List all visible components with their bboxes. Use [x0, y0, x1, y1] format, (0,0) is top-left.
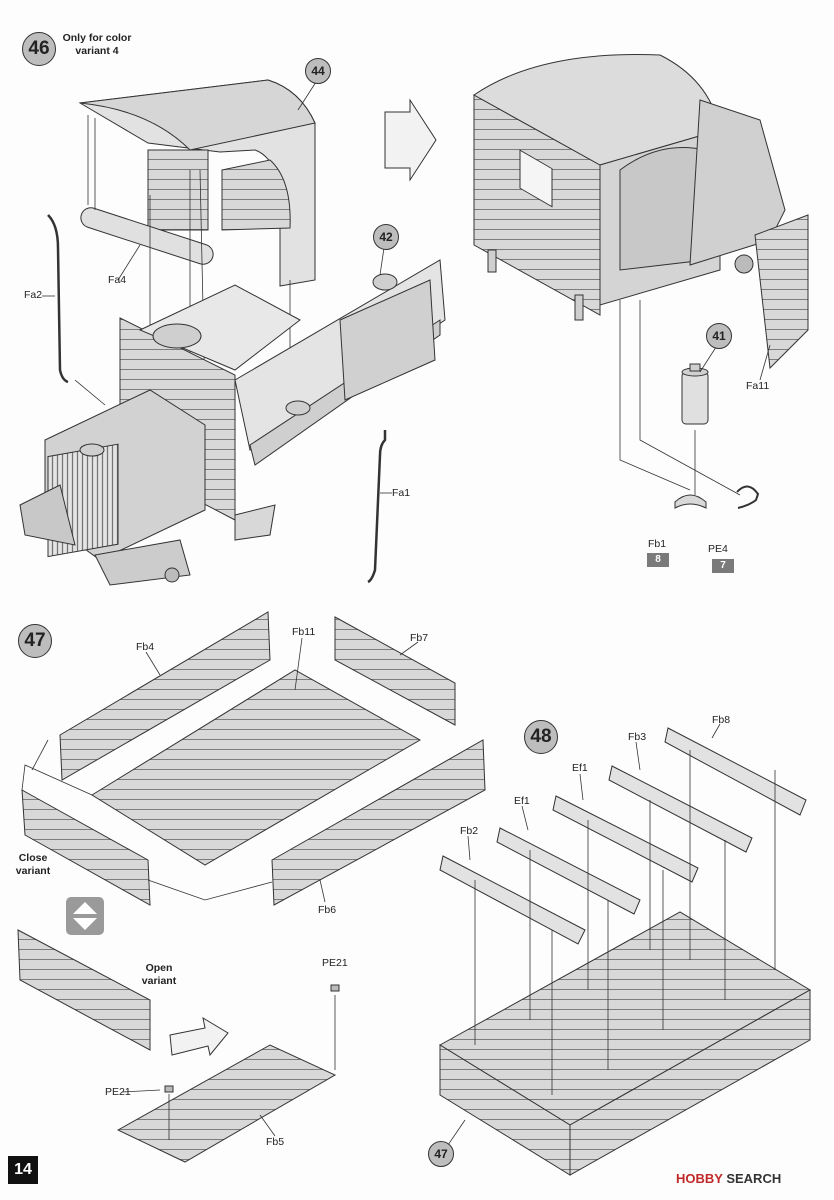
color-variant-note-line2: variant 4: [75, 45, 119, 57]
swap-icon: [66, 897, 104, 935]
label-fb1: Fb1: [648, 538, 667, 550]
rod-fa2: [47, 214, 69, 384]
finished-cab: [473, 54, 809, 370]
tailgate-open: [17, 929, 151, 1051]
pe21-part-b: [164, 1085, 174, 1093]
assembled-bed-47: [439, 911, 811, 1176]
next-arrow: [384, 98, 437, 182]
pe21-part-a: [330, 984, 340, 992]
cross-beam-fb8: [664, 727, 807, 816]
part-fb1: [674, 494, 707, 509]
close-variant-line1: Close: [18, 852, 48, 864]
label-fa2: Fa2: [24, 289, 43, 301]
label-fa4: Fa4: [108, 274, 127, 286]
paint-ref-pe4: 7: [712, 559, 734, 573]
callout-42: 42: [373, 224, 399, 250]
callout-47: 47: [428, 1141, 454, 1167]
label-ef1-b: Ef1: [514, 795, 530, 807]
step-48-number: 48: [524, 720, 558, 754]
label-fb11: Fb11: [292, 626, 316, 638]
cross-beam-fb2: [439, 855, 586, 945]
step-47-number: 47: [18, 624, 52, 658]
callout-44: 44: [305, 58, 331, 84]
label-fb7: Fb7: [410, 632, 429, 644]
watermark-rest: SEARCH: [722, 1171, 782, 1186]
label-fb5: Fb5: [266, 1136, 285, 1148]
label-ef1-a: Ef1: [572, 762, 588, 774]
label-fb6: Fb6: [318, 904, 337, 916]
can-part-41: [681, 363, 709, 425]
open-arrow: [169, 1016, 229, 1057]
open-variant-label: Open variant: [136, 962, 182, 988]
label-fb3: Fb3: [628, 731, 647, 743]
open-variant-line1: Open: [145, 962, 173, 974]
tailgate-closed: [21, 789, 151, 906]
cross-beam-fb3: [608, 765, 753, 853]
close-variant-label: Close variant: [10, 852, 56, 878]
label-fb8: Fb8: [712, 714, 731, 726]
watermark-brand: HOBBY: [676, 1171, 723, 1186]
label-pe21-a: PE21: [322, 957, 348, 969]
close-variant-line2: variant: [15, 865, 51, 877]
label-fb4: Fb4: [136, 641, 155, 653]
paint-ref-fb1: 8: [647, 553, 669, 567]
label-fa1: Fa1: [392, 487, 411, 499]
rod-fa1: [367, 430, 387, 584]
side-fb7: [334, 616, 456, 726]
roof-part-44: [78, 79, 316, 287]
open-variant-line2: variant: [141, 975, 177, 987]
side-fb4: [59, 611, 271, 781]
watermark: HOBBY SEARCH: [676, 1171, 781, 1186]
callout-41: 41: [706, 323, 732, 349]
part-pe4: [736, 485, 760, 509]
open-floor-fb5: [116, 1044, 337, 1163]
label-fb2: Fb2: [460, 825, 479, 837]
truck-chassis: [19, 259, 446, 586]
color-variant-note: Only for color variant 4: [58, 32, 136, 58]
side-fb6: [271, 739, 486, 906]
color-variant-note-line1: Only for color: [62, 32, 132, 44]
step-46-number: 46: [22, 32, 56, 66]
bed-floor-fb11: [91, 669, 422, 866]
label-fa11: Fa11: [746, 380, 770, 392]
page-number: 14: [8, 1156, 38, 1184]
label-pe21-b: PE21: [105, 1086, 131, 1098]
label-pe4: PE4: [708, 543, 728, 555]
cross-beam-ef1-b: [496, 827, 641, 915]
cross-beam-ef1-a: [552, 795, 699, 883]
